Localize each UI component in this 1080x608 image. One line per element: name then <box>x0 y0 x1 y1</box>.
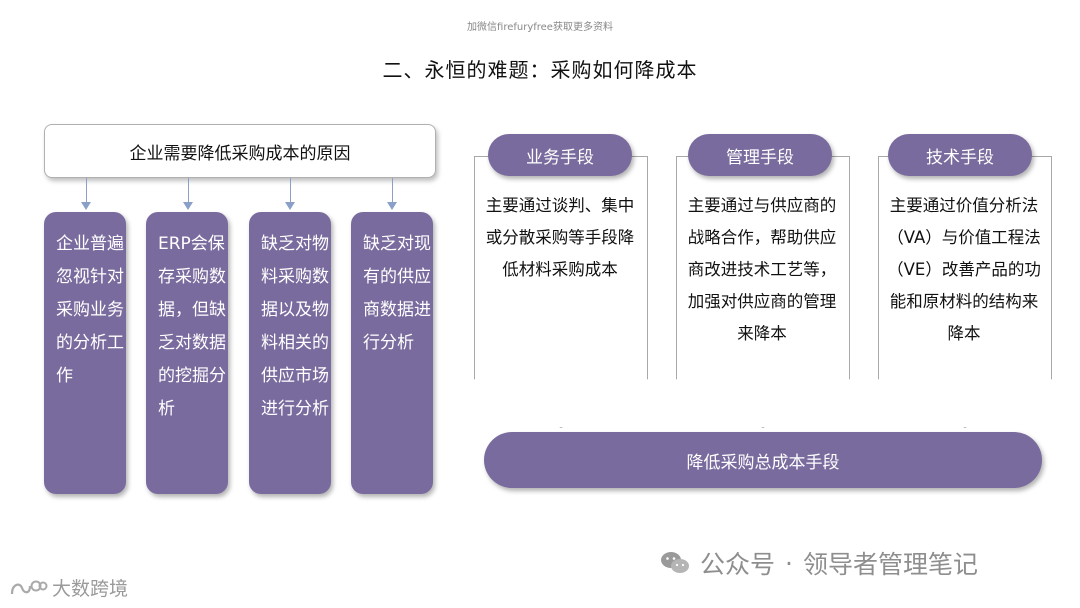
method-card-business <box>474 156 648 428</box>
method-text-technical: 主要通过价值分析法（VA）与价值工程法（VE）改善产品的功能和原材料的结构来降本 <box>887 196 1041 343</box>
arrow-down-icon <box>387 202 397 210</box>
arrow-line-1 <box>86 178 87 206</box>
reasons-header: 企业需要降低采购成本的原因 <box>44 124 436 178</box>
arrow-line-2 <box>188 178 189 206</box>
brand-logo-icon <box>10 580 48 594</box>
method-text-business: 主要通过谈判、集中或分散采购等手段降低材料采购成本 <box>485 196 635 279</box>
reason-box-2: ERP会保存采购数据，但缺乏对数据的挖掘分析 <box>146 212 228 494</box>
arrow-down-icon <box>81 202 91 210</box>
top-note: 加微信firefuryfree获取更多资料 <box>467 22 613 33</box>
arrow-down-icon <box>285 202 295 210</box>
wechat-watermark: 公众号 · 领导者管理笔记 <box>660 545 978 581</box>
reason-box-1: 企业普遍忽视针对采购业务的分析工作 <box>44 212 126 494</box>
method-pill-management: 管理手段 <box>688 134 832 176</box>
wechat-icon <box>661 552 689 573</box>
method-card-technical <box>878 156 1052 428</box>
watermark-prefix: 公众号 <box>700 550 776 579</box>
method-card-management <box>676 156 850 428</box>
watermark-separator: · <box>785 548 793 578</box>
brand-watermark-text: 大数跨境 <box>52 578 129 600</box>
arrow-line-3 <box>290 178 291 206</box>
method-pill-technical: 技术手段 <box>888 134 1032 176</box>
arrow-down-icon <box>183 202 193 210</box>
reason-box-4: 缺乏对现有的供应商数据进行分析 <box>351 212 433 494</box>
total-cost-bar: 降低采购总成本手段 <box>484 432 1042 488</box>
watermark-account-name: 领导者管理笔记 <box>802 550 978 579</box>
reason-box-3: 缺乏对物料采购数据以及物料相关的供应市场进行分析 <box>249 212 331 494</box>
arrow-line-4 <box>392 178 393 206</box>
method-text-management: 主要通过与供应商的战略合作，帮助供应商改进技术工艺等，加强对供应商的管理来降本 <box>687 196 837 343</box>
method-pill-business: 业务手段 <box>488 134 632 176</box>
brand-watermark: 大数跨境 <box>8 574 128 601</box>
page-title: 二、永恒的难题：采购如何降成本 <box>382 58 698 82</box>
